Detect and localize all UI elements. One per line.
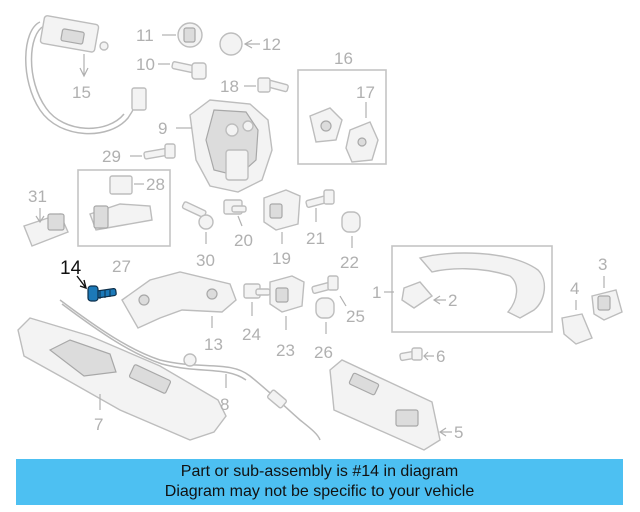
callout-13: 13 [204,335,223,354]
callout-27: 27 [112,257,131,276]
callout-16: 16 [334,49,353,68]
part-14-bolt [76,275,117,302]
part-13-bracket [121,271,237,329]
callout-15: 15 [72,83,91,102]
part-7-housing [17,317,227,441]
part-9-latch [176,99,273,193]
part-16-box [297,69,387,165]
callout-4: 4 [570,279,579,298]
callout-21: 21 [306,229,325,248]
part-18-bolt [244,77,289,93]
part-3-cap [591,276,623,321]
callout-12: 12 [262,35,281,54]
callout-10: 10 [136,55,155,74]
part-31-bracket [23,208,69,247]
parts-diagram: 15 11 12 10 18 9 29 [17,15,623,451]
callout-3: 3 [598,255,607,274]
callout-26: 26 [314,343,333,362]
banner-line-1: Part or sub-assembly is #14 in diagram [180,463,459,480]
callout-17: 17 [356,83,375,102]
callout-28: 28 [146,175,165,194]
banner-line-2: Diagram may not be specific to your vehi… [164,483,475,500]
callout-24: 24 [242,325,261,344]
callout-25: 25 [346,307,365,326]
part-23-bracket [269,275,305,330]
part-6-screw [399,347,434,362]
callout-8: 8 [220,395,229,414]
part-10-bolt [158,61,207,80]
part-20-bolt [223,199,247,227]
callout-7: 7 [94,415,103,434]
callout-19: 19 [272,249,291,268]
callout-23: 23 [276,341,295,360]
part-15-cable [25,15,147,135]
part-4-bezel [561,300,593,345]
callout-11: 11 [136,26,154,45]
callout-30: 30 [196,251,215,270]
callout-14: 14 [60,258,82,279]
part-30-bolt [181,201,214,244]
part-11-grommet [162,22,203,48]
part-29-bolt [130,143,176,160]
callout-5: 5 [454,423,463,442]
callout-18: 18 [220,77,239,96]
part-8-cable [59,299,321,441]
part-12-plug [219,32,260,56]
part-21-bolt [305,189,335,222]
part-24-bolt [243,283,271,316]
callout-20: 20 [234,231,253,250]
part-22-cap [341,211,361,248]
part-5-carrier [329,359,452,451]
part-1-box [391,245,553,333]
part-26-cap [315,297,335,334]
info-banner: Part or sub-assembly is #14 in diagram D… [16,459,623,505]
part-19-bracket [263,189,301,244]
callout-22: 22 [340,253,359,272]
callout-29: 29 [102,147,121,166]
callout-1: 1 [372,283,381,302]
part-27-box [77,169,171,247]
callout-9: 9 [158,119,167,138]
part-28-check [89,175,153,231]
callout-2: 2 [448,291,457,310]
part-17-pad [309,102,379,163]
part-1-handle [401,252,545,319]
callout-31: 31 [28,187,47,206]
part-25-bolt [311,275,347,307]
callout-6: 6 [436,347,445,366]
